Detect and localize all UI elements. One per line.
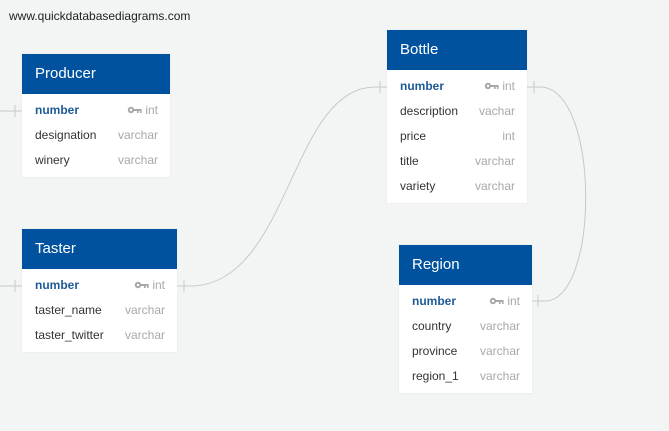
field-type: varchar: [474, 179, 515, 193]
table-title: Region: [399, 245, 532, 285]
field-name: title: [400, 154, 419, 168]
table-title: Producer: [22, 54, 170, 94]
field-type: varchar: [117, 153, 158, 167]
field-row[interactable]: designation varchar: [22, 123, 170, 148]
table-title: Bottle: [387, 30, 527, 70]
field-row[interactable]: region_1 varchar: [399, 364, 532, 389]
link-bottle-region: [527, 86, 587, 302]
field-type-label: int: [152, 278, 165, 292]
field-row[interactable]: description vachar: [387, 99, 527, 124]
field-name: winery: [35, 153, 70, 167]
field-type: vachar: [478, 104, 515, 118]
field-type-label: int: [145, 103, 158, 117]
field-name: province: [412, 344, 458, 358]
field-type: varchar: [479, 369, 520, 383]
field-row[interactable]: country varchar: [399, 314, 532, 339]
table-bottle[interactable]: Bottle number int description vachar pri…: [387, 30, 527, 203]
field-name: taster_twitter: [35, 328, 104, 342]
field-name: description: [400, 104, 459, 118]
field-name: designation: [35, 128, 97, 142]
field-type: int: [502, 129, 515, 143]
field-row[interactable]: title varchar: [387, 149, 527, 174]
field-type: varchar: [124, 328, 165, 342]
field-type: varchar: [479, 319, 520, 333]
field-row[interactable]: variety varchar: [387, 174, 527, 199]
field-name: number: [400, 79, 445, 93]
field-row[interactable]: taster_twitter varchar: [22, 323, 177, 348]
field-name: variety: [400, 179, 436, 193]
table-title: Taster: [22, 229, 177, 269]
key-icon: [135, 281, 149, 289]
field-row[interactable]: province varchar: [399, 339, 532, 364]
field-name: taster_name: [35, 303, 102, 317]
field-type: varchar: [117, 128, 158, 142]
link-taster-bottle: [177, 86, 387, 287]
field-type: int: [484, 74, 515, 99]
field-type: varchar: [474, 154, 515, 168]
field-row[interactable]: number int: [399, 289, 532, 314]
field-row[interactable]: number int: [22, 273, 177, 298]
table-region[interactable]: Region number int country varchar provin…: [399, 245, 532, 393]
field-type: varchar: [479, 344, 520, 358]
field-type: int: [134, 273, 165, 298]
field-name: price: [400, 129, 427, 143]
table-taster[interactable]: Taster number int taster_name varchar ta…: [22, 229, 177, 352]
key-icon: [485, 82, 499, 90]
watermark: www.quickdatabasediagrams.com: [9, 9, 191, 23]
key-icon: [128, 106, 142, 114]
table-producer[interactable]: Producer number int designation varchar …: [22, 54, 170, 177]
field-name: number: [35, 278, 80, 292]
field-row[interactable]: number int: [22, 98, 170, 123]
field-name: region_1: [412, 369, 459, 383]
field-name: country: [412, 319, 452, 333]
field-type-label: int: [502, 79, 515, 93]
field-type: int: [489, 289, 520, 314]
field-row[interactable]: taster_name varchar: [22, 298, 177, 323]
field-row[interactable]: price int: [387, 124, 527, 149]
field-name: number: [35, 103, 80, 117]
field-name: number: [412, 294, 457, 308]
field-row[interactable]: winery varchar: [22, 148, 170, 173]
field-row[interactable]: number int: [387, 74, 527, 99]
field-type: varchar: [124, 303, 165, 317]
field-type: int: [127, 98, 158, 123]
field-type-label: int: [507, 294, 520, 308]
key-icon: [490, 297, 504, 305]
